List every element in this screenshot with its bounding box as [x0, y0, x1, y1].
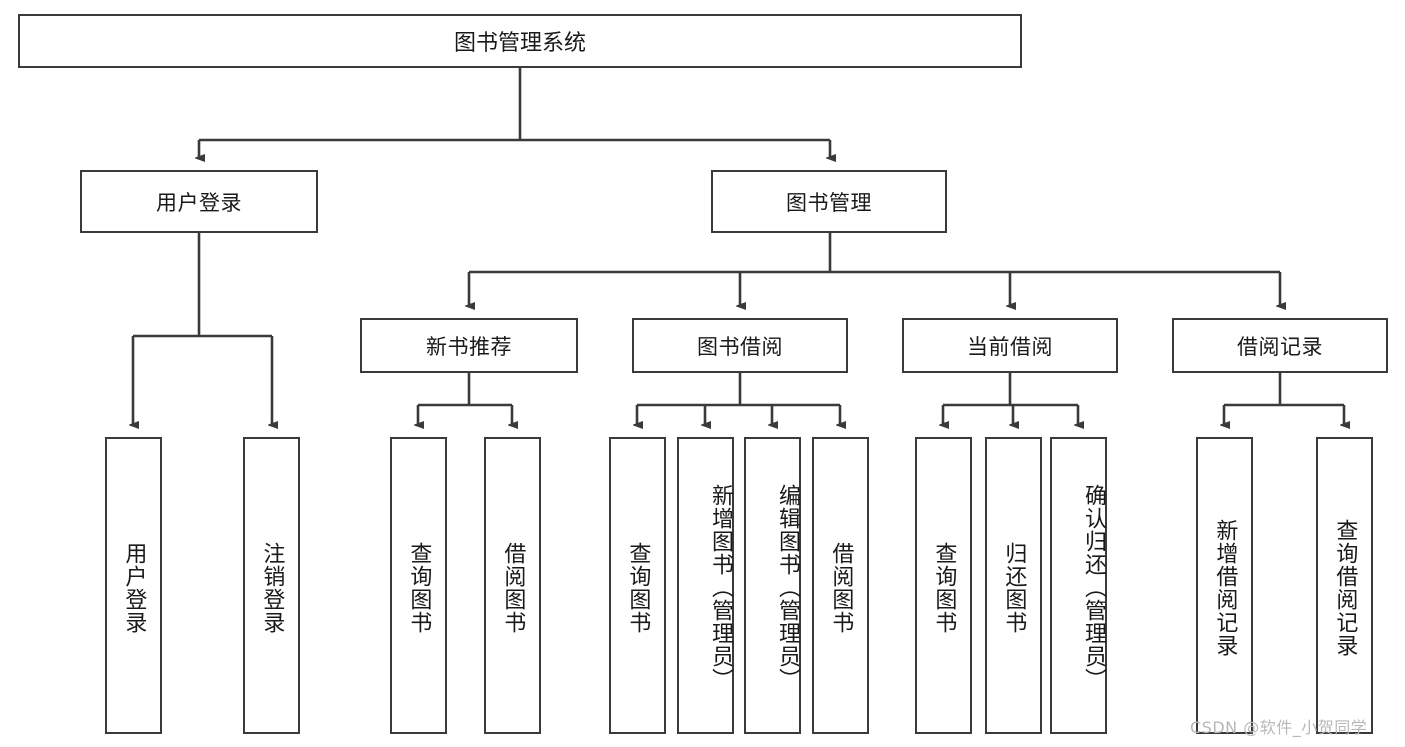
node-leaf-2[interactable]: 查询图书	[390, 437, 447, 734]
node-leaf-11-label: 新增借阅记录	[1212, 518, 1238, 657]
node-leaf-8[interactable]: 查询图书	[915, 437, 972, 734]
watermark: CSDN @软件_小贺同学	[1190, 718, 1368, 737]
node-leaf-9[interactable]: 归还图书	[985, 437, 1042, 734]
node-leaf-0[interactable]: 用户登录	[105, 437, 162, 734]
node-leaf-0-label: 用户登录	[121, 541, 147, 634]
node-level2-0-label: 用户登录	[156, 190, 242, 215]
node-leaf-11[interactable]: 新增借阅记录	[1196, 437, 1253, 734]
node-level2-0[interactable]: 用户登录	[80, 170, 318, 233]
node-root[interactable]: 图书管理系统	[18, 14, 1022, 68]
node-leaf-6-label: 编辑图书（管理员）	[775, 484, 800, 691]
node-leaf-3[interactable]: 借阅图书	[484, 437, 541, 734]
node-leaf-6[interactable]: 编辑图书（管理员）	[744, 437, 801, 734]
node-level3-0[interactable]: 新书推荐	[360, 318, 578, 373]
node-level2-1[interactable]: 图书管理	[711, 170, 947, 233]
node-leaf-2-label: 查询图书	[406, 541, 432, 634]
node-leaf-7-label: 借阅图书	[828, 541, 854, 634]
node-level3-1[interactable]: 图书借阅	[632, 318, 848, 373]
node-leaf-9-label: 归还图书	[1001, 541, 1027, 634]
node-leaf-5[interactable]: 新增图书（管理员）	[677, 437, 734, 734]
node-level3-2[interactable]: 当前借阅	[902, 318, 1118, 373]
node-level3-1-label: 图书借阅	[697, 334, 783, 359]
node-leaf-4[interactable]: 查询图书	[609, 437, 666, 734]
node-level2-1-label: 图书管理	[786, 190, 872, 215]
node-leaf-10[interactable]: 确认归还（管理员）	[1050, 437, 1107, 734]
node-leaf-5-label: 新增图书（管理员）	[708, 484, 733, 691]
node-leaf-4-label: 查询图书	[625, 541, 651, 634]
node-level3-3-label: 借阅记录	[1237, 334, 1323, 359]
node-level3-0-label: 新书推荐	[426, 334, 512, 359]
node-level3-3[interactable]: 借阅记录	[1172, 318, 1388, 373]
node-leaf-7[interactable]: 借阅图书	[812, 437, 869, 734]
node-level3-2-label: 当前借阅	[967, 334, 1053, 359]
node-leaf-1[interactable]: 注销登录	[243, 437, 300, 734]
node-root-label: 图书管理系统	[453, 31, 586, 56]
node-leaf-12-label: 查询借阅记录	[1332, 518, 1358, 657]
node-leaf-8-label: 查询图书	[931, 541, 957, 634]
node-leaf-10-label: 确认归还（管理员）	[1081, 484, 1106, 691]
node-leaf-12[interactable]: 查询借阅记录	[1316, 437, 1373, 734]
node-leaf-3-label: 借阅图书	[500, 541, 526, 634]
node-leaf-1-label: 注销登录	[259, 541, 285, 634]
